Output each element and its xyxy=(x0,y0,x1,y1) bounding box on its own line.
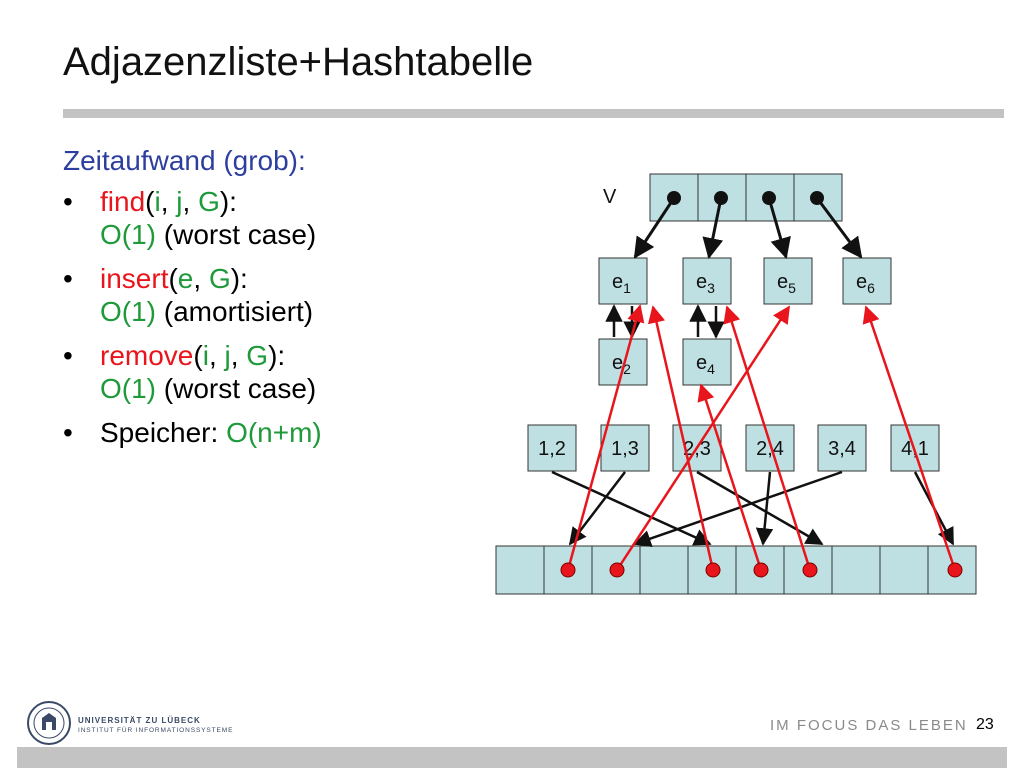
pair-boxes: 1,2 1,3 2,3 2,4 3,4 4,1 xyxy=(527,424,940,472)
hash-cell xyxy=(639,545,689,595)
footer-rule xyxy=(17,747,1007,768)
edge-node-e6: e6 xyxy=(842,257,892,305)
pair-box: 3,4 xyxy=(817,424,867,472)
hash-link xyxy=(755,471,774,546)
bullet-remove-signature: remove(i, j, G): xyxy=(100,340,286,371)
vertex-cell xyxy=(649,173,699,222)
back-pointer-dot xyxy=(705,562,721,578)
edge-node-e2: e2 xyxy=(598,338,648,386)
page-number: 23 xyxy=(976,716,994,733)
back-pointer xyxy=(862,305,957,571)
back-pointer xyxy=(566,304,645,571)
bullet-memory-text: Speicher: O(n+m) xyxy=(100,417,322,448)
pointer-dot xyxy=(762,191,776,205)
bullet-remove: • remove(i, j, G): O(1) (worst case) xyxy=(63,339,483,405)
edge-node-e1: e1 xyxy=(598,257,648,305)
list-links xyxy=(605,304,725,339)
pair-label: 3,4 xyxy=(828,438,856,460)
pointer-dot xyxy=(667,191,681,205)
pointer-dot xyxy=(810,191,824,205)
back-pointer xyxy=(647,305,715,571)
subtitle: Zeitaufwand (grob): xyxy=(63,145,306,176)
pair-box: 4,1 xyxy=(890,424,940,472)
back-pointer xyxy=(697,383,763,571)
bullet-remove-complexity: O(1) (worst case) xyxy=(100,373,317,404)
bullet-dot: • xyxy=(63,186,73,217)
hash-cell xyxy=(879,545,929,595)
pointer-dot xyxy=(714,191,728,205)
edge-node-e5: e5 xyxy=(763,257,813,305)
bullet-insert: • insert(e, G): O(1) (amortisiert) xyxy=(63,262,483,328)
bullet-find: • find(i, j, G): O(1) (worst case) xyxy=(63,185,483,251)
bullet-find-signature: find(i, j, G): xyxy=(100,186,237,217)
pointer-arrow xyxy=(702,197,724,260)
hash-link xyxy=(696,470,824,546)
title-rule xyxy=(63,109,1004,118)
slide-title: Adjazenzliste+Hashtabelle xyxy=(63,40,534,84)
back-pointer xyxy=(615,305,791,571)
pointer-arrow xyxy=(815,197,863,259)
hash-link xyxy=(633,470,843,548)
edge-nodes: e1 e3 e5 e6 e2 e4 xyxy=(598,257,892,386)
hash-link xyxy=(551,470,712,546)
back-pointer-dot xyxy=(947,562,963,578)
vertex-pointer-dots xyxy=(667,191,824,205)
hash-cell xyxy=(831,545,881,595)
bullet-dot: • xyxy=(63,340,73,371)
vertex-array xyxy=(649,173,843,222)
bullet-dot: • xyxy=(63,417,73,448)
pointer-arrow xyxy=(633,197,676,259)
content-area: Zeitaufwand (grob): • find(i, j, G): O(1… xyxy=(63,144,483,460)
back-pointers xyxy=(566,304,957,571)
bullet-insert-complexity: O(1) (amortisiert) xyxy=(100,296,314,327)
bullet-memory: • Speicher: O(n+m) xyxy=(63,416,483,449)
hash-links xyxy=(551,470,955,548)
institute-name: INSTITUT FÜR INFORMATIONSSYSTEME xyxy=(78,727,234,734)
edge-node-e3: e3 xyxy=(682,257,732,305)
pair-box: 2,4 xyxy=(745,424,795,472)
back-pointer-dot xyxy=(560,562,576,578)
edge-node-e4: e4 xyxy=(682,338,732,386)
pointer-arrow xyxy=(767,197,791,260)
bullet-insert-signature: insert(e, G): xyxy=(100,263,248,294)
back-pointer-dots xyxy=(560,562,963,578)
bullet-dot: • xyxy=(63,263,73,294)
pair-label: 2,4 xyxy=(756,438,784,460)
back-pointer xyxy=(723,305,812,571)
hash-cell xyxy=(495,545,545,595)
back-pointer-dot xyxy=(753,562,769,578)
university-name: UNIVERSITÄT ZU LÜBECK xyxy=(78,716,201,725)
v-label: V xyxy=(603,186,617,208)
pair-box: 1,2 xyxy=(527,424,577,472)
pair-box: 1,3 xyxy=(600,424,650,472)
vertex-pointers xyxy=(633,197,863,260)
back-pointer-dot xyxy=(802,562,818,578)
university-seal-icon xyxy=(27,701,71,745)
pair-label: 1,2 xyxy=(538,438,566,460)
pair-label: 1,3 xyxy=(611,438,639,460)
back-pointer-dot xyxy=(609,562,625,578)
slogan: IM FOCUS DAS LEBEN xyxy=(770,717,968,734)
bullet-find-complexity: O(1) (worst case) xyxy=(100,219,317,250)
